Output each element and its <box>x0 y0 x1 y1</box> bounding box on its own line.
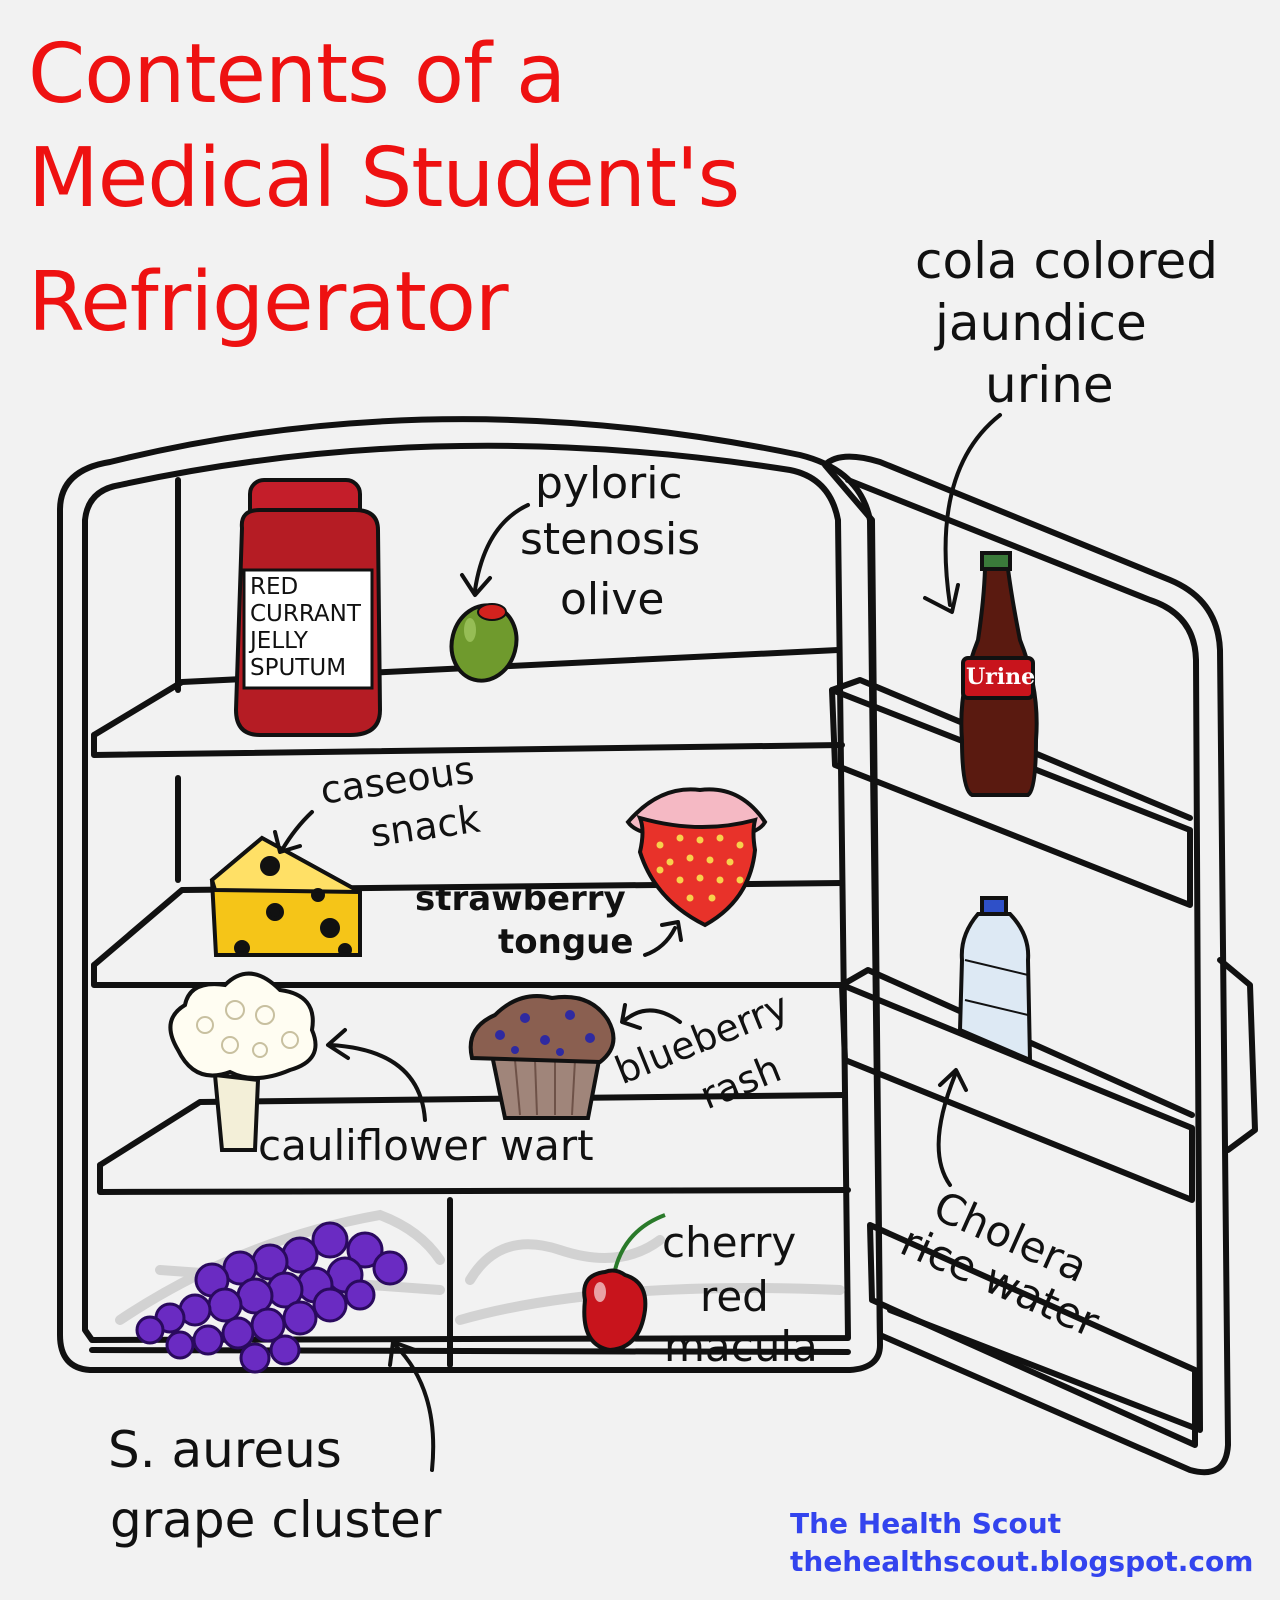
fridge-outer <box>57 416 883 1373</box>
jar-label-line-3: JELLY <box>250 628 308 654</box>
strawberry-tongue-icon <box>625 787 768 928</box>
olive-icon <box>449 603 519 683</box>
cauliflower-label: cauliflower wart <box>258 1121 594 1170</box>
water-bottle <box>957 896 1033 1064</box>
pyloric-line-2: stenosis <box>520 514 701 565</box>
credit-name: The Health Scout <box>790 1507 1062 1540</box>
title-line-2: Medical Student's <box>28 131 740 226</box>
cherry-line-2: red <box>700 1272 769 1321</box>
shelf-3 <box>97 1092 848 1168</box>
fridge-door <box>822 453 1231 1476</box>
door-shelf-2 <box>839 982 1195 1203</box>
pyloric-line-3: olive <box>560 574 665 625</box>
jelly-jar <box>233 478 383 737</box>
cherry-icon <box>582 1213 666 1353</box>
grape-cluster-icon <box>135 1221 408 1374</box>
cherry-line-3: macula <box>664 1322 818 1371</box>
jar-label-line-2: CURRANT <box>250 601 361 627</box>
door-shelf-1 <box>829 687 1193 908</box>
saureus-line-1: S. aureus <box>108 1421 342 1479</box>
strawberry-line-1: strawberry <box>415 879 626 919</box>
title-line-3: Refrigerator <box>28 255 509 350</box>
urine-bottle <box>959 551 1039 797</box>
cola-line-3: urine <box>985 356 1114 414</box>
strawberry-line-2: tongue <box>498 922 634 962</box>
door-handle <box>1217 957 1258 1153</box>
title-line-1: Contents of a <box>28 27 566 122</box>
pyloric-line-1: pyloric <box>535 458 683 509</box>
cauliflower-icon <box>168 971 318 1152</box>
credit-url[interactable]: thehealthscout.blogspot.com <box>790 1545 1254 1578</box>
cola-line-2: jaundice <box>935 294 1147 352</box>
fridge-inner <box>82 442 851 1343</box>
muffin-icon <box>468 994 616 1120</box>
saureus-line-2: grape cluster <box>110 1491 442 1549</box>
jar-label-line-1: RED <box>250 574 299 600</box>
cherry-line-1: cherry <box>662 1218 797 1267</box>
shelf-2 <box>91 880 845 968</box>
shelf-1 <box>91 647 841 738</box>
bottle-label: Urine <box>966 664 1036 690</box>
cola-line-1: cola colored <box>915 232 1219 290</box>
jar-label-line-4: SPUTUM <box>250 655 347 681</box>
door-shelf-3 <box>867 1222 1198 1448</box>
cheese-icon <box>209 835 362 957</box>
